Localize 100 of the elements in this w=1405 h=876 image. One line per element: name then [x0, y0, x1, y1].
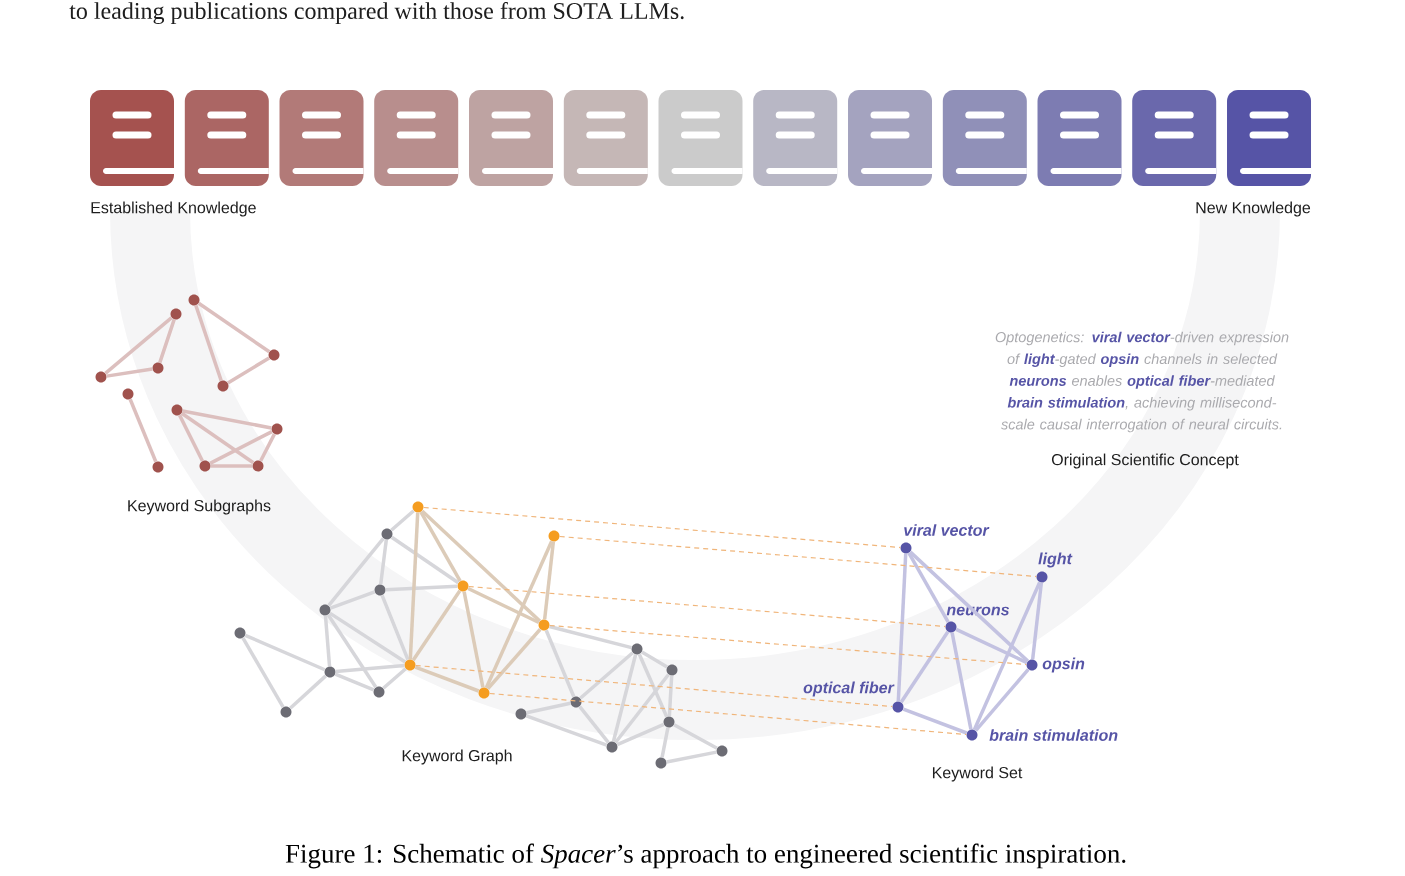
graph-node [319, 604, 331, 616]
graph-edge [382, 667, 407, 690]
graph-edge [408, 512, 420, 660]
graph-node [548, 530, 560, 542]
graph-node [570, 696, 582, 708]
graph-edge [542, 541, 556, 620]
graph-node [945, 621, 957, 633]
graph-edge [486, 628, 542, 690]
graph-edge [616, 722, 665, 747]
graph-edge [614, 673, 670, 744]
graph-node [457, 580, 469, 592]
graph-node [199, 460, 211, 472]
graph-edge [950, 632, 973, 730]
graph-edge [899, 630, 950, 704]
graph-node [217, 380, 229, 392]
graph-edge [326, 613, 378, 689]
graph-edge [578, 705, 610, 744]
graph-edge [974, 668, 1030, 732]
graph-node [188, 294, 200, 306]
graph-node [152, 362, 164, 374]
graph-edge [197, 301, 271, 354]
graph-edge [420, 509, 542, 623]
graph-edge [549, 624, 632, 650]
graph-node [663, 716, 675, 728]
graph-edge [128, 398, 158, 463]
graph-edge [380, 594, 410, 661]
graph-edge [390, 535, 460, 585]
graph-node [1026, 659, 1038, 671]
graph-edge [525, 714, 608, 747]
keyword-label: light [1038, 552, 1073, 568]
graph-edge [467, 586, 540, 625]
graph-edge [390, 509, 415, 532]
keyword-label: viral vector [904, 524, 990, 536]
graph-edge [378, 539, 389, 585]
graph-node [538, 619, 550, 631]
graph-node [892, 701, 904, 713]
graph-node [170, 308, 182, 320]
graph-node [666, 664, 678, 676]
graph-edge [329, 590, 376, 610]
graph-edge [972, 581, 1042, 731]
graph-edge [328, 611, 407, 664]
graph-node [122, 388, 134, 400]
graph-edge [641, 650, 669, 669]
graph-edge [544, 629, 576, 698]
graph-edge [194, 304, 223, 382]
graph-node [234, 627, 246, 639]
graph-node [324, 666, 336, 678]
graph-edge [579, 651, 634, 700]
graph-edge [180, 411, 255, 465]
concept-text: Optogenetics: viral vector-driven expression of light-gated opsin channels in selected neurons enables optical fiber-mediated brain stimulation, achieving millisecond-scale causal interrogation of neural circuits. [995, 331, 1289, 433]
graph-edge [323, 615, 332, 667]
dashed-link [423, 506, 901, 549]
graph-node [606, 741, 618, 753]
graph-edge [667, 675, 674, 717]
graph-edge [1030, 582, 1044, 660]
dashed-link [549, 624, 1027, 666]
graph-node [95, 371, 107, 383]
section-label: Keyword Subgraphs [128, 499, 271, 515]
graph-node [655, 757, 667, 769]
graph-edge [106, 367, 153, 378]
graph-edge [673, 723, 718, 750]
graph-edge [414, 665, 480, 693]
graph-node [900, 542, 912, 554]
graph-node [271, 423, 283, 435]
graph-node [631, 643, 643, 655]
graph-edge [637, 653, 669, 718]
graph-edge [104, 316, 173, 375]
section-label: Original Scientific Concept [1051, 453, 1239, 469]
graph-edge [896, 553, 908, 702]
graph-edge [909, 550, 1030, 663]
keyword-label: brain stimulation [989, 729, 1118, 741]
graph-node [966, 729, 978, 741]
graph-edge [666, 750, 717, 764]
graph-node [374, 584, 386, 596]
graph-edge [158, 318, 176, 364]
graph-node [268, 349, 280, 361]
figure-caption: Figure 1: Schematic of Spacer’s approach to engineered scientific inspiration. [285, 843, 1126, 869]
graph-edge [178, 414, 205, 462]
graph-edge [259, 433, 276, 462]
graph-edge [209, 430, 273, 465]
graph-node [412, 501, 424, 513]
scale-label: Established Knowledge [91, 201, 256, 217]
graph-edge [484, 540, 554, 689]
graph-edge [462, 591, 485, 688]
graph-edge [611, 654, 638, 742]
graph-node [152, 461, 164, 473]
graph-node [373, 686, 385, 698]
keyword-label: optical fiber [803, 681, 895, 697]
graph-edge [244, 633, 326, 672]
graph-node [171, 404, 183, 416]
graph-edge [334, 672, 375, 692]
dashed-link [489, 692, 967, 736]
dashed-link [415, 664, 893, 708]
graph-edge [289, 674, 327, 710]
graph-node [252, 460, 264, 472]
graph-edge [902, 707, 968, 735]
graph-edge [335, 663, 405, 674]
scale-label: New Knowledge [1196, 201, 1311, 217]
graph-edge [955, 627, 1028, 665]
graph-node [716, 745, 728, 757]
